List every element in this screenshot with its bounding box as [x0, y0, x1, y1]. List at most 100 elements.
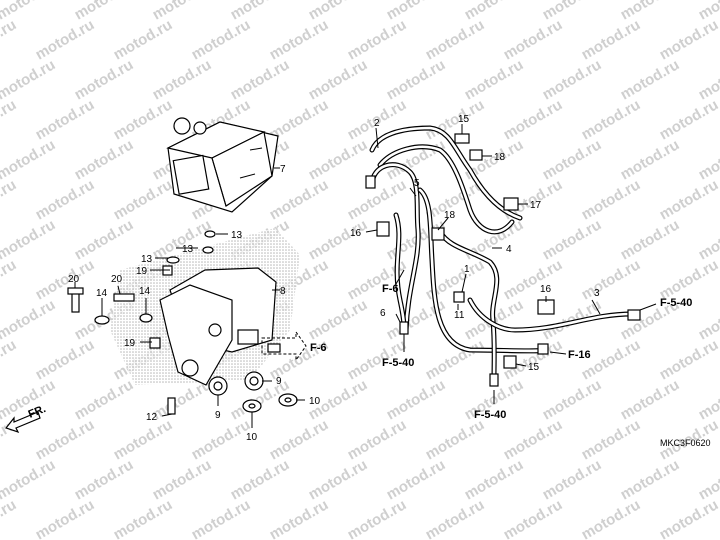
watermark-text: motod.ru [306, 56, 371, 103]
reference-labels: F-6 F-6 F-5-40 F-5-40 F-5-40 F-16 [310, 283, 692, 421]
callout-numbers: 7 8 13 13 13 19 20 20 14 14 19 12 9 9 10… [68, 114, 600, 443]
watermark-text: motod.ru [72, 456, 137, 503]
leader-lines [74, 124, 657, 428]
abs-bracket [159, 267, 277, 386]
watermark-text: motod.ru [267, 16, 332, 63]
watermark-text: motod.ru [657, 96, 720, 143]
watermark-text: motod.ru [540, 456, 605, 503]
ref-f6-center: F-6 [310, 342, 327, 354]
watermark-text: motod.ru [0, 496, 19, 540]
callout-5: 5 [414, 178, 420, 189]
watermark-text: motod.ru [72, 216, 137, 263]
watermark-text: motod.ru [189, 416, 254, 463]
watermark-text: motod.ru [657, 496, 720, 540]
watermark-text: motod.ru [696, 56, 720, 103]
callout-9-a: 9 [215, 410, 221, 421]
watermark-text: motod.ru [0, 96, 19, 143]
watermark-text: motod.ru [696, 456, 720, 503]
watermark-text: motod.ru [384, 376, 449, 423]
watermark-text: motod.ru [579, 256, 644, 303]
watermark-text: motod.ru [618, 56, 683, 103]
callout-18-b: 18 [444, 210, 456, 221]
callout-6: 6 [380, 308, 386, 319]
ref-f540-left: F-5-40 [382, 357, 414, 369]
watermark-text: motod.ru [462, 456, 527, 503]
callout-18-a: 18 [494, 152, 506, 163]
watermark-text: motod.ru [579, 16, 644, 63]
watermark-text: motod.ru [345, 416, 410, 463]
watermark-text: motod.ru [111, 176, 176, 223]
watermark-text: motod.ru [618, 136, 683, 183]
watermark-text: motod.ru [384, 136, 449, 183]
callout-13-c: 13 [141, 254, 153, 265]
watermark-text: motod.ru [0, 256, 19, 303]
watermark-text: motod.ru [267, 176, 332, 223]
watermark-text: motod.ru [0, 336, 19, 383]
watermark-text: motod.ru [33, 16, 98, 63]
callout-1: 1 [464, 264, 470, 275]
watermark-text: motod.ru [462, 56, 527, 103]
watermark-text: motod.ru [111, 16, 176, 63]
watermark-text: motod.ru [657, 176, 720, 223]
callout-3: 3 [594, 288, 600, 299]
watermark-text: motod.ru [618, 376, 683, 423]
watermark-text: motod.ru [228, 56, 293, 103]
callout-7: 7 [280, 164, 286, 175]
watermark-text: motod.ru [384, 56, 449, 103]
watermark-text: motod.ru [540, 136, 605, 183]
callout-19-b: 19 [124, 338, 136, 349]
watermark-text: motod.ru [462, 216, 527, 263]
callout-9-b: 9 [276, 376, 282, 387]
watermark-text: motod.ru [501, 16, 566, 63]
watermark-text: motod.ru [306, 296, 371, 343]
watermark-text: motod.ru [150, 456, 215, 503]
watermark-text: motod.ru [111, 96, 176, 143]
watermark-text: motod.ru [579, 96, 644, 143]
watermark-text: motod.ru [33, 96, 98, 143]
watermark-text: motod.ru [696, 136, 720, 183]
watermark-text: motod.ru [696, 216, 720, 263]
watermark-text: motod.ru [0, 16, 19, 63]
watermark-text: motod.ru [579, 176, 644, 223]
watermark-text: motod.ru [111, 416, 176, 463]
ref-f16: F-16 [568, 349, 591, 361]
watermark-text: motod.ru [540, 376, 605, 423]
watermark-text: motod.ru [657, 336, 720, 383]
callout-13-b: 13 [182, 244, 194, 255]
watermark-text: motod.ru [618, 456, 683, 503]
front-arrow [4, 411, 41, 434]
watermark-text: motod.ru [501, 256, 566, 303]
watermark-text: motod.ru [501, 416, 566, 463]
watermark-text: motod.ru [579, 416, 644, 463]
watermark-text: motod.ru [579, 496, 644, 540]
callout-17: 17 [530, 200, 542, 211]
callout-11: 11 [454, 310, 465, 321]
callout-12: 12 [146, 412, 158, 423]
watermark-text: motod.ru [72, 376, 137, 423]
pipe-clamps [365, 133, 641, 387]
callout-15-a: 15 [458, 114, 470, 125]
fasteners-left [67, 230, 281, 415]
watermark-text: motod.ru [189, 496, 254, 540]
watermark-text: motod.ru [618, 216, 683, 263]
watermark-text: motod.ru [540, 56, 605, 103]
watermark-text: motod.ru [72, 136, 137, 183]
callout-20-a: 20 [68, 274, 80, 285]
watermark-text: motod.ru [501, 96, 566, 143]
watermark-text: motod.ru [345, 16, 410, 63]
watermark-text: motod.ru [423, 496, 488, 540]
f6-dashed-arrow [261, 330, 307, 362]
watermark-text: motod.ru [150, 56, 215, 103]
watermark-text: motod.ru [228, 456, 293, 503]
callout-16-a: 16 [350, 228, 362, 239]
callout-10-a: 10 [246, 432, 258, 443]
watermark-text: motod.ru [345, 496, 410, 540]
watermark-text: motod.ru [33, 416, 98, 463]
callout-14-b: 14 [139, 286, 151, 297]
watermark-text: motod.ru [306, 456, 371, 503]
callout-10-b: 10 [309, 396, 321, 407]
callout-19-a: 19 [136, 266, 148, 277]
